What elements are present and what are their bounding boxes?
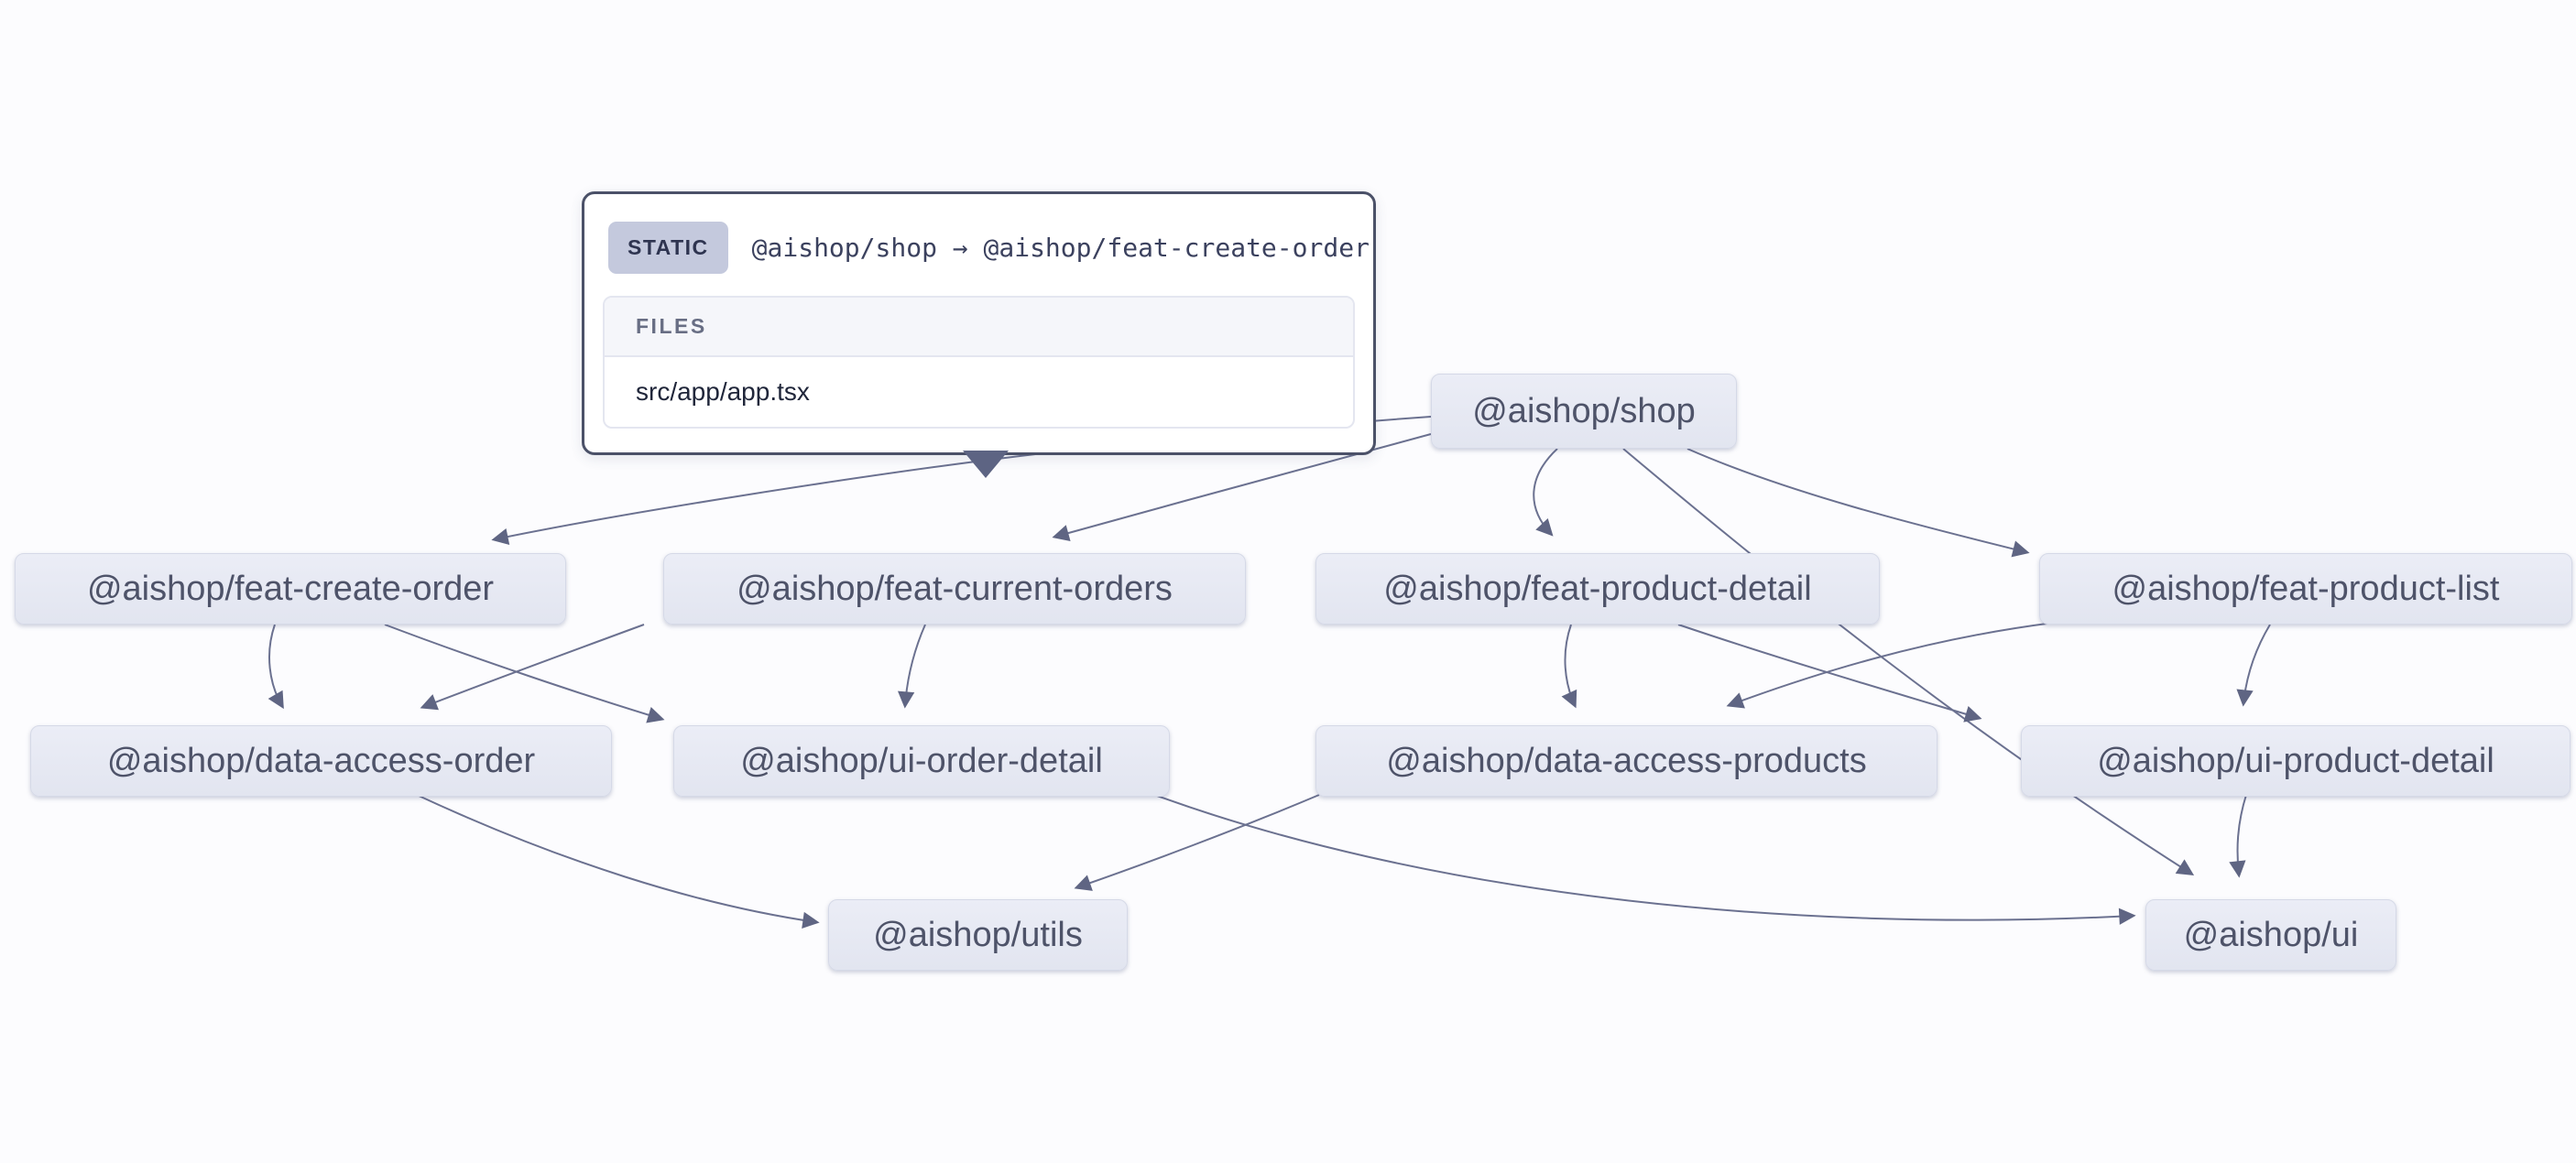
files-heading: FILES: [605, 298, 1353, 357]
edge-feat-product-list--ui-product-detail[interactable]: [2236, 624, 2271, 707]
edge-tooltip: STATIC @aishop/shop → @aishop/feat-creat…: [582, 191, 1376, 478]
edge-shop--feat-product-detail[interactable]: [1533, 448, 1558, 537]
graph-node-ui[interactable]: @aishop/ui: [2145, 899, 2396, 971]
graph-node-feat-product-detail[interactable]: @aishop/feat-product-detail: [1315, 553, 1880, 625]
graph-node-feat-product-list[interactable]: @aishop/feat-product-list: [2039, 553, 2572, 625]
edge-feat-create-order--ui-order-detail[interactable]: [384, 624, 665, 723]
graph-node-shop[interactable]: @aishop/shop: [1431, 374, 1737, 449]
edge-label: @aishop/shop → @aishop/feat-create-order: [751, 233, 1370, 263]
edge-type-badge: STATIC: [608, 222, 728, 274]
file-item: src/app/app.tsx: [636, 377, 810, 406]
tooltip-caret-icon: [963, 451, 1009, 478]
edge-data-access-order--utils[interactable]: [416, 794, 820, 929]
edge-feat-product-detail--ui-product-detail[interactable]: [1677, 624, 1982, 723]
files-panel: FILES src/app/app.tsx: [603, 296, 1355, 429]
edge-feat-product-list--data-access-products[interactable]: [1726, 622, 2055, 709]
graph-node-data-access-order[interactable]: @aishop/data-access-order: [30, 725, 612, 797]
edge-shop--ui[interactable]: [1622, 448, 2195, 875]
edge-feat-create-order--data-access-order[interactable]: [267, 624, 284, 710]
edge-data-access-products--utils[interactable]: [1074, 794, 1320, 891]
edge-feat-product-detail--data-access-products[interactable]: [1561, 624, 1577, 709]
edge-shop--feat-product-list[interactable]: [1686, 448, 2030, 558]
graph-node-feat-current-orders[interactable]: @aishop/feat-current-orders: [663, 553, 1246, 625]
graph-node-feat-create-order[interactable]: @aishop/feat-create-order: [15, 553, 566, 625]
edge-feat-current-orders--ui-order-detail[interactable]: [897, 624, 926, 709]
graph-node-ui-order-detail[interactable]: @aishop/ui-order-detail: [673, 725, 1170, 797]
edge-shop--feat-current-orders[interactable]: [1052, 433, 1432, 541]
graph-node-utils[interactable]: @aishop/utils: [828, 899, 1128, 971]
edge-ui-product-detail--ui[interactable]: [2229, 794, 2247, 878]
edge-ui-order-detail--ui[interactable]: [1149, 792, 2136, 925]
graph-node-data-access-products[interactable]: @aishop/data-access-products: [1315, 725, 1937, 797]
tooltip-title-row: STATIC @aishop/shop → @aishop/feat-creat…: [608, 222, 1370, 274]
graph-node-ui-product-detail[interactable]: @aishop/ui-product-detail: [2021, 725, 2571, 797]
edge-feat-current-orders--data-access-order[interactable]: [420, 624, 645, 711]
